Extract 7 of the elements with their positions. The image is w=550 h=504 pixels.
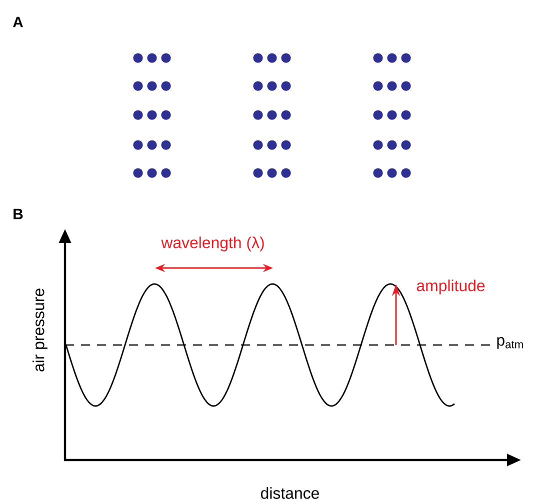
axis-label: air pressure: [32, 288, 48, 372]
panel-label: A: [12, 16, 23, 28]
dimension-label: wavelength (λ): [161, 236, 264, 252]
dimension-label: amplitude: [416, 280, 485, 294]
panel-label: B: [14, 208, 23, 220]
line-label: p$_{atm}$: [497, 337, 523, 349]
axis-label: distance: [261, 487, 319, 499]
